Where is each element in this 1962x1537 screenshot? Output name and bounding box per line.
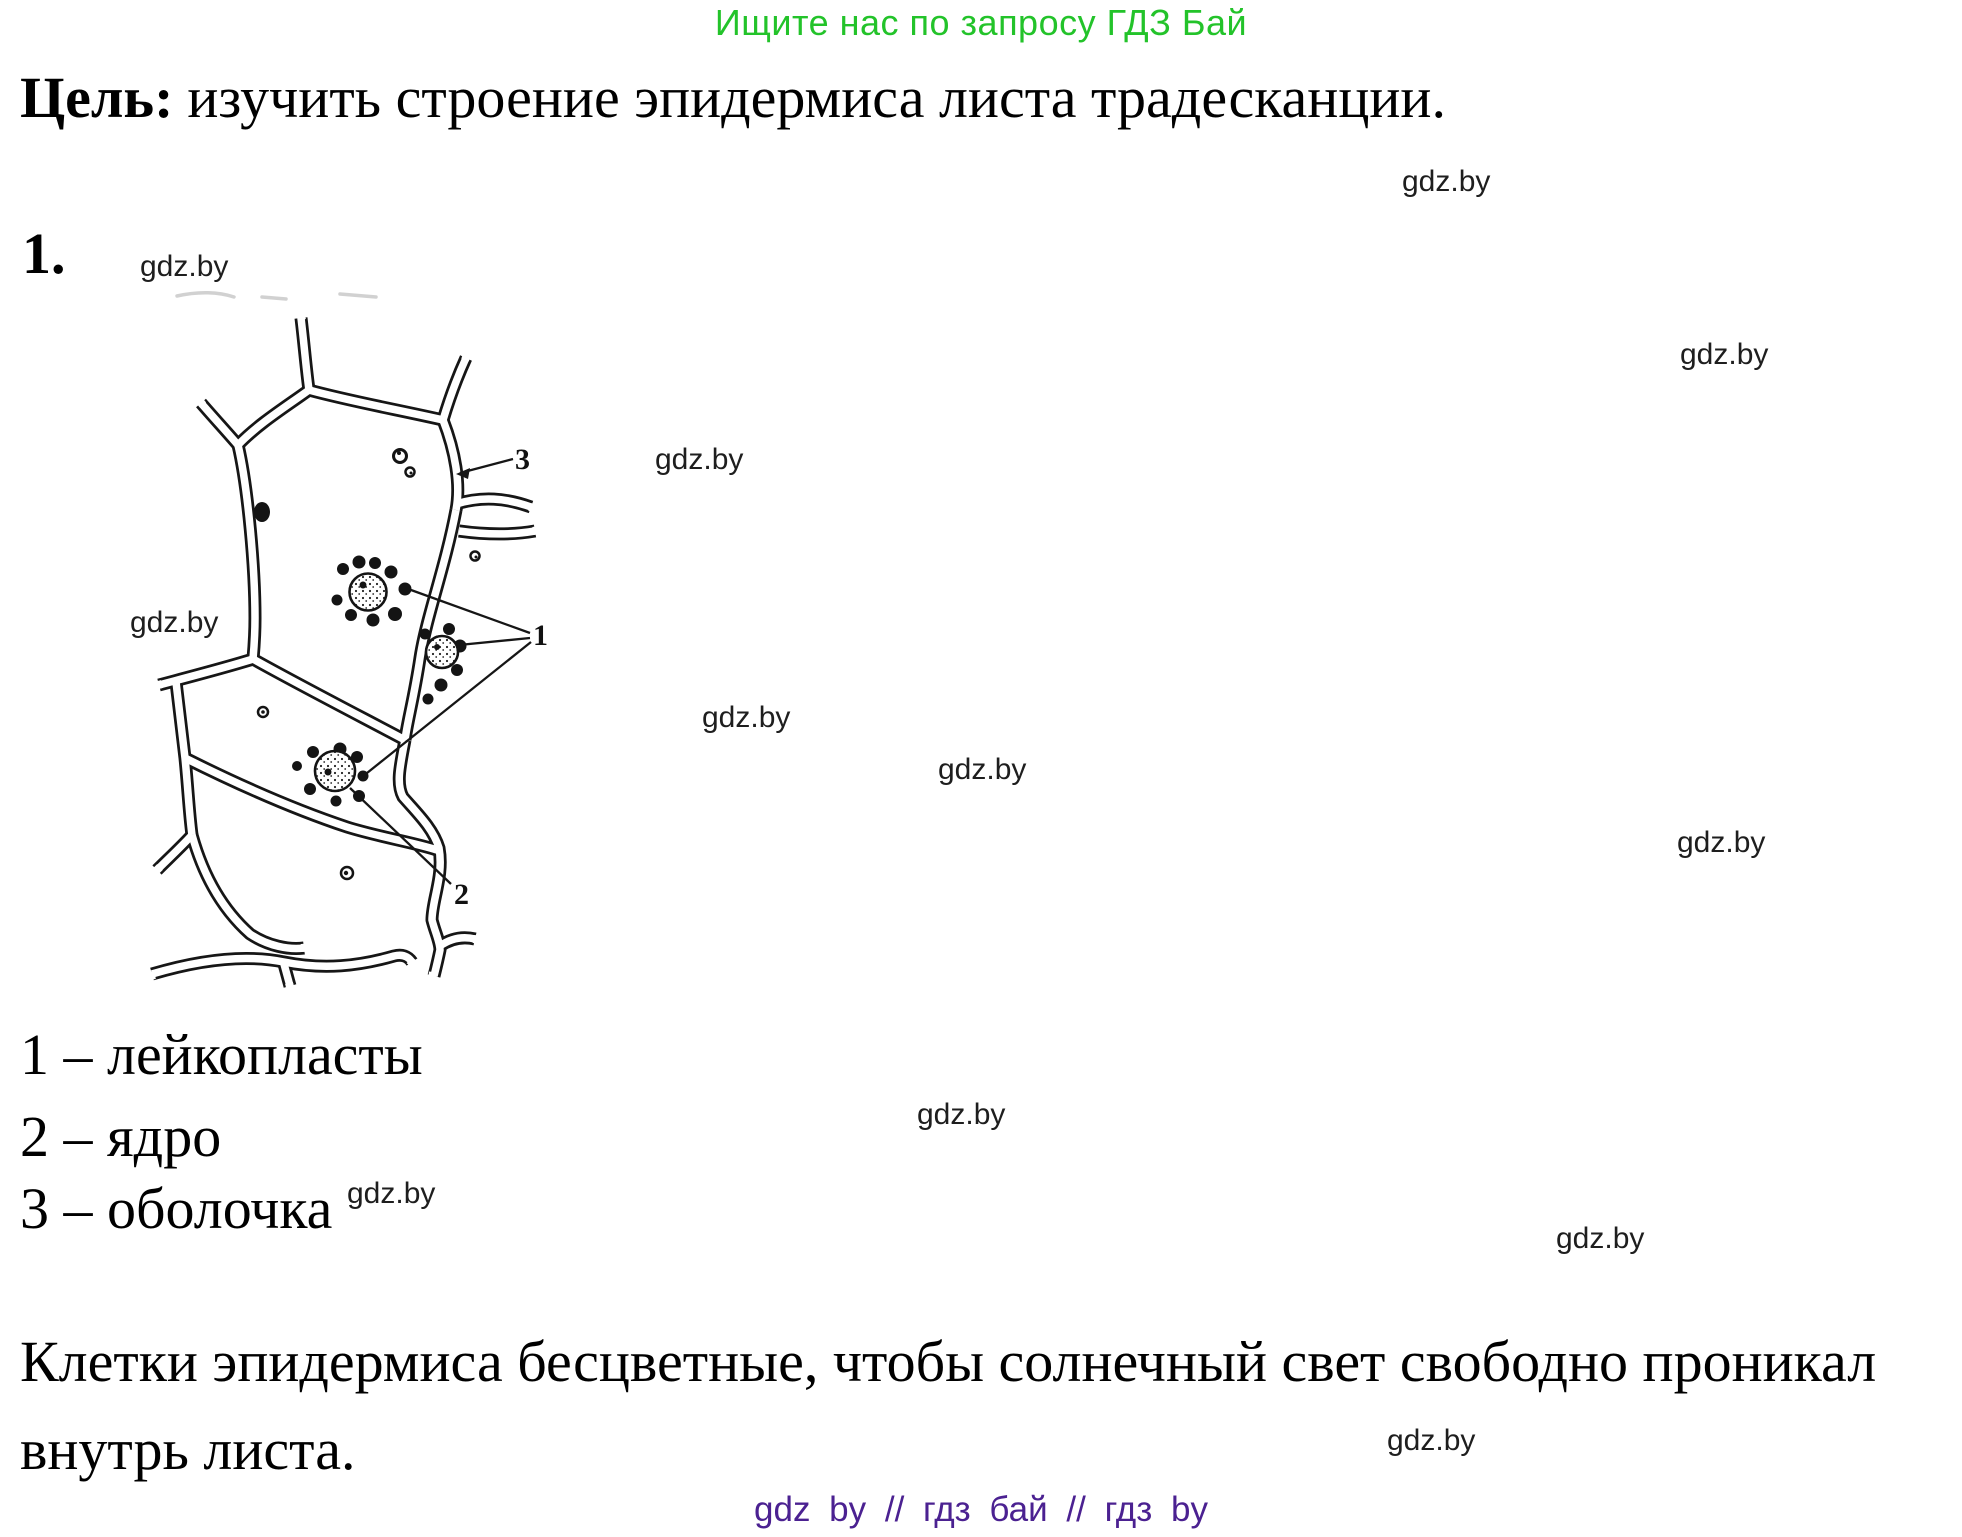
watermark-gdzby: gdz.by [1402,165,1491,198]
watermark-gdzby: gdz.by [917,1098,1006,1131]
scan-artifacts [175,291,378,301]
cell-wall-open-ends [144,303,546,988]
goal-heading: Цель:изучить строение эпидермиса листа т… [20,64,1446,131]
watermark-gdzby: gdz.by [1387,1424,1476,1457]
watermark-gdzby: gdz.by [655,443,744,476]
legend-item-nucleus: 2 – ядро [20,1104,222,1169]
task-number: 1. [22,221,66,286]
watermark-gdzby: gdz.by [1677,826,1766,859]
diagram-label-leucoplasts: 1 [533,619,548,652]
watermark-gdzby: gdz.by [702,701,791,734]
epidermis-diagram: 3 1 2 [144,291,548,988]
diagram-label-nucleus: 2 [454,878,469,911]
watermark-gdzby: gdz.by [347,1177,436,1210]
watermark-gdzby: gdz.by [1680,338,1769,371]
answer-paragraph-line: внутрь листа. [20,1417,356,1482]
goal-text: изучить строение эпидермиса листа традес… [187,65,1446,130]
promo-banner: Ищите нас по запросу ГДЗ Бай [714,2,1248,43]
diagram-label-membrane: 3 [515,443,530,476]
legend-item-leucoplasts: 1 – лейкопласты [20,1022,423,1087]
small-cell-inclusions [254,448,481,881]
goal-label: Цель: [20,65,174,130]
label-pointer-lines [349,457,532,885]
nucleus-lower-cell [292,742,369,807]
watermark-gdzby: gdz.by [130,606,219,639]
watermark-gdzby: gdz.by [140,250,229,283]
watermark-gdzby: gdz.by [1556,1222,1645,1255]
nucleus-on-wall [419,623,467,705]
site-footer: gdz by // гдз бай // гдз by [754,1490,1208,1529]
cell-walls [144,303,546,988]
answer-paragraph-line: Клетки эпидермиса бесцветные, чтобы солн… [20,1329,1877,1394]
legend-item-membrane: 3 – оболочка [20,1176,333,1241]
nucleus-upper-cell [331,555,412,627]
watermark-gdzby: gdz.by [938,753,1027,786]
